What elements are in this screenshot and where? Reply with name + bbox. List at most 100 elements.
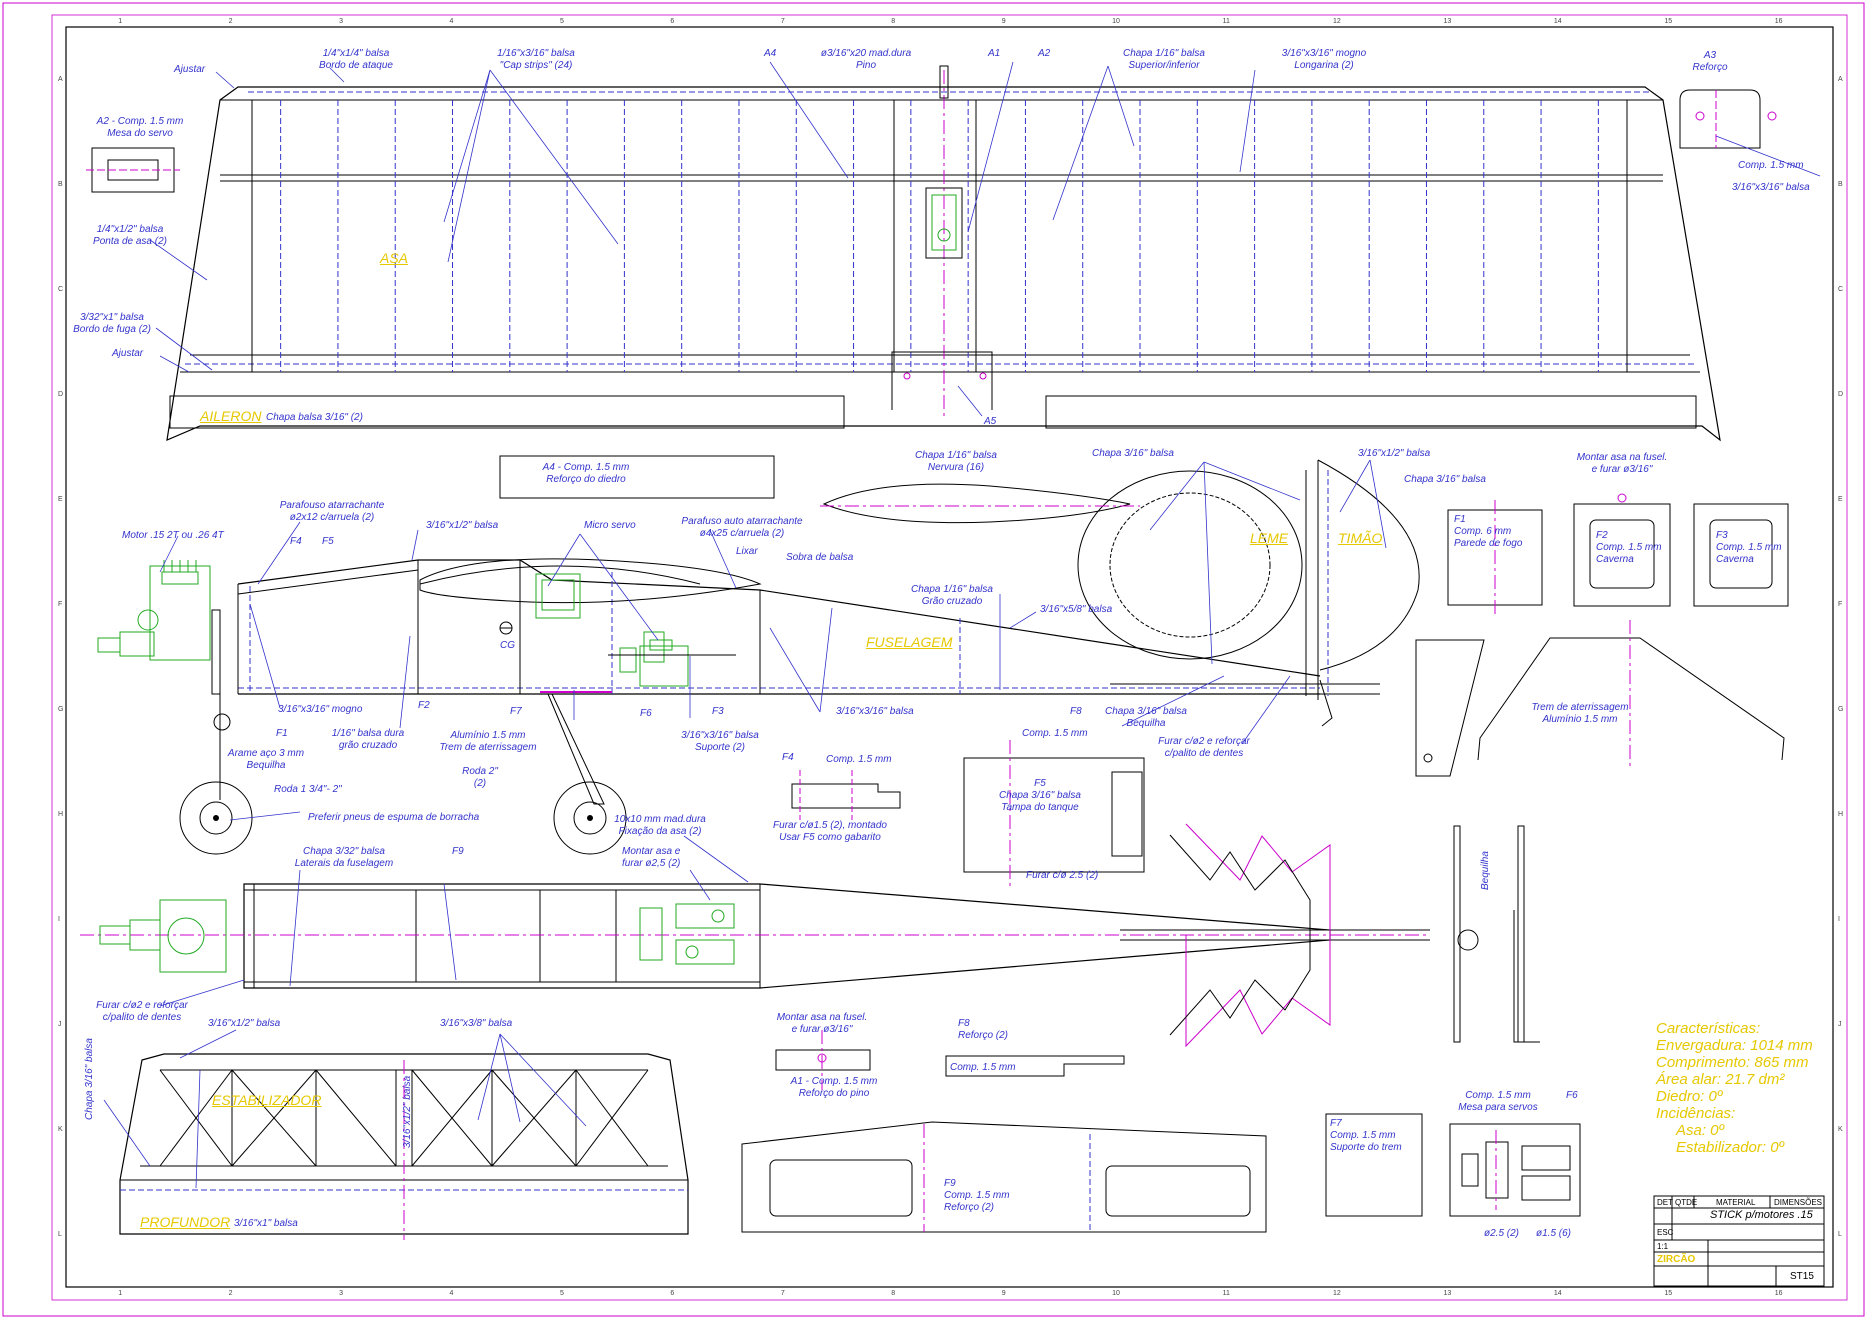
grid-column-label: 5 (559, 1290, 564, 1297)
f5-part-label: F5 Chapa 3/16" balsa Tampa do tanque (999, 778, 1081, 813)
aileron-name: AILERON (200, 408, 262, 424)
aluminum-label: Alumínio 1.5 mm Trem de aterrissagem (439, 730, 537, 753)
screw2-label: Parafuso auto atarrachante ø4x25 c/arrue… (681, 516, 803, 539)
trailing-edge-label: 3/32"x1" balsa Bordo de fuga (2) (73, 312, 151, 335)
grid-column-label: 12 (1333, 18, 1341, 25)
border-frame (51, 14, 1848, 1301)
grid-row-label: B (1838, 180, 1843, 188)
stick-316-label: 3/16"x3/16" balsa (836, 706, 914, 717)
wing-name: ASA (380, 250, 409, 266)
former-parts (1415, 493, 1789, 777)
grid-column-label: 11 (1222, 1290, 1230, 1297)
fuselage-top-view (80, 823, 1540, 1048)
grid-row-label: F (58, 600, 63, 608)
micro-servo-label: Micro servo (584, 520, 636, 531)
spar-label: 3/16"x3/16" mogno Longarina (2) (1281, 48, 1367, 71)
sheeting-label: Chapa 1/16" balsa Superior/inferior (1123, 48, 1205, 71)
f8-label: F8 (1070, 706, 1082, 717)
f7-part-label: F7 Comp. 1.5 mm Suporte do trem (1330, 1118, 1402, 1153)
spec-heading: Características: (1656, 1020, 1761, 1037)
tb-scale: 1:1 (1657, 1242, 1669, 1251)
tail-stick-label: 3/16"x1/2" balsa (1358, 448, 1431, 459)
f8-comp-label: Comp. 1.5 mm (950, 1062, 1016, 1073)
tail-drill-label: Furar c/ø2 e reforçar c/palito de dentes (96, 1000, 188, 1023)
stabilizer-name: ESTABILIZADOR (212, 1092, 322, 1108)
grid-row-label: I (1838, 915, 1840, 923)
f3-label: F3 (712, 706, 724, 717)
grid-column-label: 1 (118, 1290, 123, 1297)
foam-tires-label: Preferir pneus de espuma de borracha (308, 812, 480, 823)
grid-column-label: 12 (1333, 1290, 1341, 1297)
grid-column-label: 11 (1222, 18, 1230, 25)
a1-part-label: A1 - Comp. 1.5 mm Reforço do pino (790, 1076, 878, 1099)
grid-row-label: G (1838, 705, 1844, 713)
tb-qtde: QTDE (1675, 1198, 1698, 1207)
wing-mount2-label: Montar asa na fusel. e furar ø3/16" (776, 1012, 868, 1035)
grid-row-label: E (58, 495, 63, 503)
mahogany-label: 3/16"x3/16" mogno (278, 704, 363, 715)
wire-label: Arame aço 3 mm Bequilha (227, 748, 305, 771)
grid-column-label: 7 (780, 1290, 785, 1297)
a2-servo-label: A2 - Comp. 1.5 mm Mesa do servo (96, 116, 184, 139)
wheel1-label: Roda 1 3/4"- 2" (274, 784, 342, 795)
grid-column-label: 4 (449, 1290, 454, 1297)
grid-column-label: 13 (1443, 18, 1452, 25)
tb-det: DET (1657, 1198, 1673, 1207)
a4-note-label: A4 - Comp. 1.5 mm Reforço do diedro (542, 462, 630, 485)
longeron-top-label: 3/16"x1/2" balsa (426, 520, 499, 531)
fuselage-side-view (97, 459, 1420, 855)
f5-label: F5 (322, 536, 334, 547)
a3-balsa-label: 3/16"x3/16" balsa (1732, 182, 1810, 193)
f6-label: F6 (1566, 1090, 1578, 1101)
grid-row-label: B (58, 180, 63, 188)
grid-column-label: 5 (559, 18, 564, 25)
stabilizer-view (119, 1053, 689, 1240)
support-label: 3/16"x3/16" balsa Suporte (2) (681, 730, 759, 753)
grid-column-label: 14 (1553, 1290, 1562, 1297)
grid-column-label: 6 (670, 1290, 675, 1297)
d25-label: ø2.5 (2) (1484, 1228, 1520, 1239)
stab-stick-label: 3/16"x1/2" balsa (208, 1018, 281, 1029)
grid-row-label: H (58, 810, 64, 818)
grid-column-label: 8 (891, 18, 896, 25)
grid-column-label: 1 (118, 18, 123, 25)
top-view-leaders (159, 835, 749, 1007)
hardwood-label: 10x10 mm mad.dura Fixação da asa (2) (614, 814, 706, 837)
f5-drill-label: Furar c/ø 2.5 (2) (1026, 870, 1099, 881)
grid-row-label: F (1838, 600, 1843, 608)
spec-wing-inc: Asa: 0º (1676, 1122, 1725, 1139)
grid-column-label: 2 (228, 1290, 233, 1297)
stab-balsa-label: 3/16"x3/8" balsa (440, 1018, 513, 1029)
f4-drill-label: Furar c/ø1.5 (2), montado Usar F5 como g… (773, 820, 887, 843)
grid-row-label: G (58, 705, 64, 713)
grid-column-label: 3 (339, 1290, 343, 1297)
stab-leaders (103, 1029, 587, 1189)
tb-dimensoes: DIMENSÕES (1774, 1198, 1823, 1207)
grid-row-label: A (58, 75, 63, 83)
pin-label: ø3/16"x20 mad.dura Pino (820, 48, 912, 71)
stab-v-label: 3/16"x1/2" balsa (402, 1075, 413, 1148)
tailskid-sheet-label: Chapa 3/16" balsa Bequilha (1105, 706, 1187, 729)
grid-row-label: I (58, 915, 60, 923)
grid-row-label: D (58, 390, 64, 398)
wing-view (86, 65, 1777, 499)
grid-column-label: 7 (780, 18, 785, 25)
grid-row-label: J (58, 1020, 62, 1028)
grid-column-label: 13 (1443, 1290, 1452, 1297)
bottom-parts (741, 1030, 1581, 1233)
grid-column-label: 2 (228, 18, 233, 25)
a2-label: A2 (1038, 48, 1051, 59)
wheel2-label: Roda 2" (2) (462, 766, 498, 789)
landing-gear-label: Trem de aterrissagem Alumínio 1.5 mm (1531, 702, 1629, 725)
cap-strips-label: 1/16"x3/16" balsa "Cap strips" (24) (497, 48, 575, 71)
elevator-stick-label: 3/16"x1" balsa (234, 1218, 298, 1229)
grid-column-label: 14 (1553, 18, 1562, 25)
grid-column-label: 4 (449, 18, 454, 25)
elevator-name: PROFUNDOR (140, 1214, 231, 1230)
a3-length-label: Comp. 1.5 mm (1738, 160, 1804, 171)
cg-label: CG (500, 640, 515, 651)
f4-label: F4 (290, 536, 302, 547)
stab-sheet-label: Chapa 3/16" balsa (84, 1038, 95, 1120)
